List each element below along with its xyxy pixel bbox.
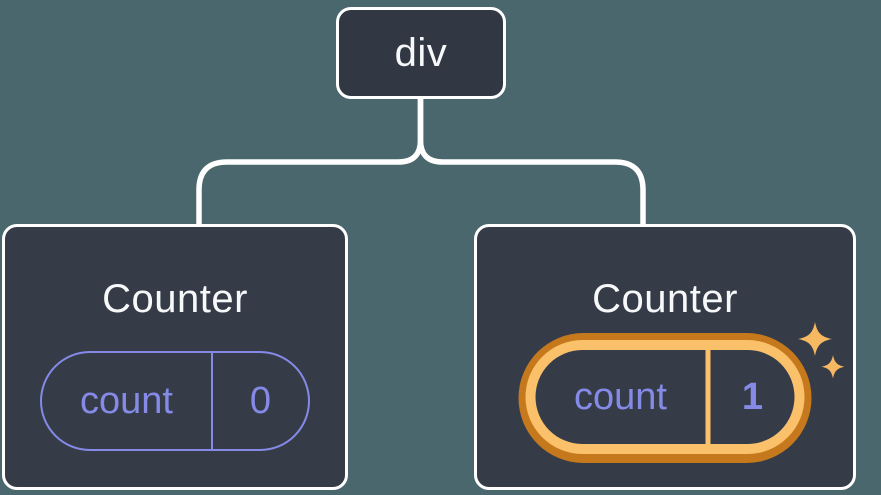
state-value: 1 [741,375,764,418]
counter-card-left: Counter count 0 [2,224,348,490]
state-name-label: count [80,379,173,422]
component-name-label: Counter [102,277,248,321]
state-pill: count 1 [535,350,795,444]
component-name-label: Counter [592,277,738,321]
state-pill: count 0 [40,351,310,451]
state-value: 0 [249,379,272,422]
counter-card-right: Counter count 1 [474,224,856,490]
highlight-ring: count 1 [525,340,805,454]
state-name-label: count [574,375,667,418]
root-node: div [336,7,506,99]
highlighted-state-pill: count 1 [518,333,812,463]
pill-divider [211,353,213,449]
root-node-label: div [394,30,448,75]
pill-divider [705,350,711,444]
